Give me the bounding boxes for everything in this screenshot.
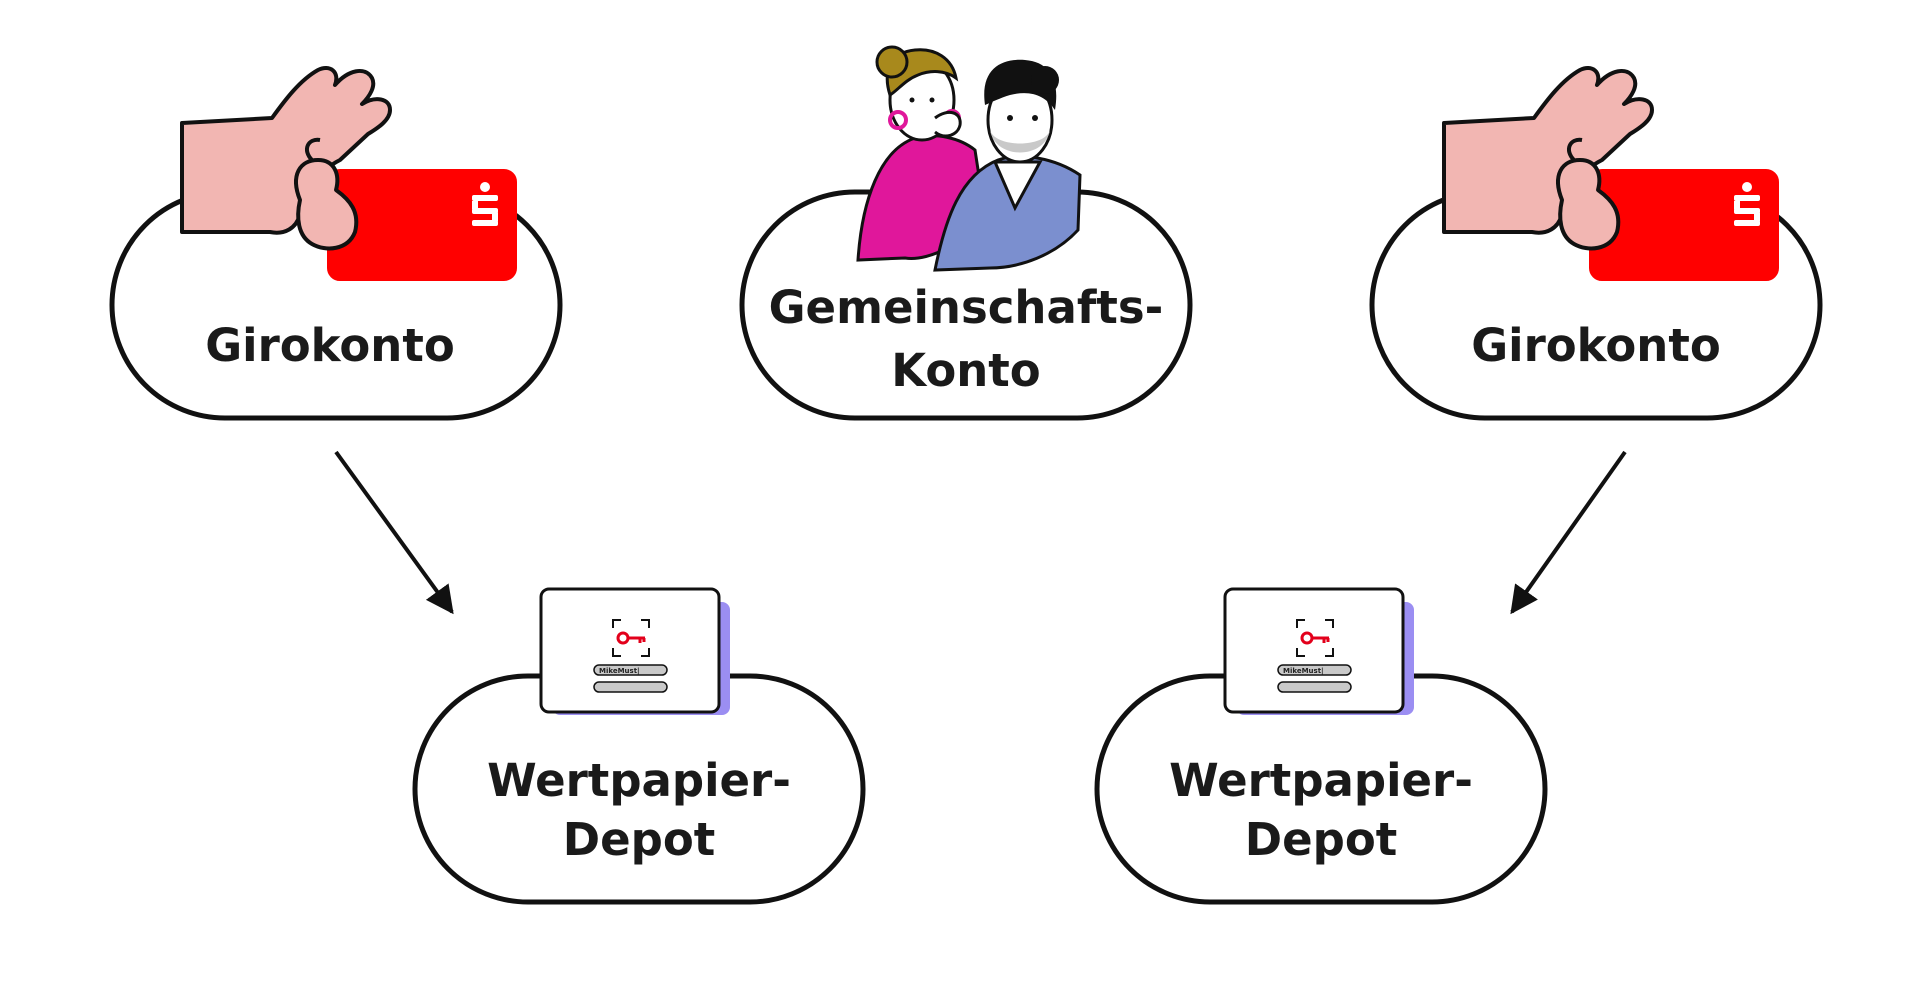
node-girokonto-left: Girokonto xyxy=(109,65,563,421)
node-gemeinschaftskonto: Gemeinschafts- Konto xyxy=(739,45,1193,421)
label-depot-right-line1: Wertpapier- xyxy=(1169,754,1473,807)
couple-illustration xyxy=(856,45,1082,272)
label-girokonto-left: Girokonto xyxy=(205,319,455,372)
hand-holding-card-icon xyxy=(180,65,517,281)
login-key-card-icon: MikeMust| xyxy=(1223,587,1414,715)
label-depot-left-line1: Wertpapier- xyxy=(487,754,791,807)
label-depot-left-line2: Depot xyxy=(563,813,716,866)
label-girokonto-right: Girokonto xyxy=(1471,319,1721,372)
node-depot-right: MikeMust| Wertpapier- Depot xyxy=(1094,587,1548,905)
node-depot-left: MikeMust| Wertpapier- Depot xyxy=(412,587,866,905)
label-gemeinschaftskonto-line2: Konto xyxy=(891,344,1040,397)
login-field-text-right: MikeMust| xyxy=(1283,667,1324,676)
arrow-giro-right-to-depot-right xyxy=(1510,450,1627,615)
hand-holding-card-icon xyxy=(1442,65,1779,281)
label-gemeinschaftskonto-line1: Gemeinschafts- xyxy=(769,281,1164,334)
label-depot-right-line2: Depot xyxy=(1245,813,1398,866)
login-field-text-left: MikeMust| xyxy=(599,667,640,676)
login-key-card-icon: MikeMust| xyxy=(539,587,730,715)
arrow-giro-left-to-depot-left xyxy=(334,450,454,615)
node-girokonto-right: Girokonto xyxy=(1369,65,1823,421)
